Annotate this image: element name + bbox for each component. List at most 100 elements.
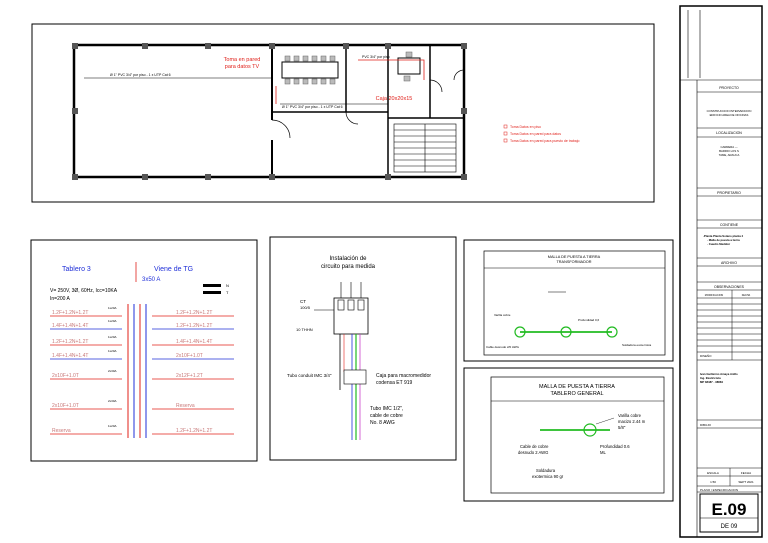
tablero-panel: Tablero 3 Viene de TG 3x50 A V= 250V, 3Ø… [30, 239, 258, 462]
tb-contiene-1: -Planta Planta Sotano planta 4 [703, 234, 744, 238]
tg-sold-2: exotermica 90 gr [532, 474, 564, 479]
circuit-label-left: 2x10F+1.0T [52, 373, 79, 379]
columns [72, 43, 467, 180]
specs-line-1: V= 250V, 3Ø, 60Hz, Icc=10KA [50, 288, 118, 294]
malla-trafo-panel: MALLA DE PUESTA A TIERRA TRANSFORMADOR V… [463, 239, 674, 362]
circuit-label-right: 1.2F+1.2N+1.2T [176, 310, 212, 316]
tb-diseno-header: DISEÑO [700, 353, 712, 358]
stairs [393, 123, 457, 173]
office-desk [397, 57, 421, 75]
plan-frame [31, 23, 655, 203]
caja-label-2: codensa ET 919 [376, 380, 413, 386]
breaker-rating: 1x20A [108, 319, 117, 323]
tb-proyecto-2: EDIFICIO AREA DE OFICINAS [710, 113, 749, 117]
circuit-label-right: 2x10F+1.0T [176, 353, 203, 359]
trafo-cable-label: Cable desnudo 2/0 AWG [486, 345, 520, 349]
trafo-prof-label: Profundidad 0,6 [578, 318, 600, 322]
circuit-label-left: 1.4F+1.4N+1.4T [52, 323, 88, 329]
medida-title-2: circuito para medida [321, 264, 376, 270]
ground-rod [606, 326, 618, 338]
tb-obs-col-1: MODIFICACION [705, 294, 724, 297]
ct-ratio: 100/5 [300, 305, 311, 310]
doors [271, 69, 465, 139]
legend-item: Toma Datos en pared para puesto de traba… [510, 139, 580, 143]
sheet-number: E.09 [712, 500, 747, 519]
malla-tg-title-1: MALLA DE PUESTA A TIERRA [539, 384, 615, 390]
viene-label: Viene de TG [154, 266, 193, 273]
tg-sold-1: Soldadura [536, 468, 556, 473]
tb-plano-header: PLANO / ESPECIFICACION [700, 488, 738, 492]
malla-tg-panel: MALLA DE PUESTA A TIERRA TABLERO GENERAL… [463, 367, 674, 502]
circuit-label-left: 2x10F+1.0T [52, 403, 79, 409]
circuit-label-left: 1.4F+1.4N+1.4T [52, 353, 88, 359]
caja-label-1: Caja para macromedidor [376, 373, 431, 379]
circuit-label-right: 1.2F+1.2N+1.2T [176, 428, 212, 434]
medida-title-1: Instalación de [329, 256, 367, 262]
trafo-varilla-label: Varilla cobre [494, 313, 511, 317]
tubo-label-3: No. 8 AWG [370, 420, 395, 426]
tb-loc-3: TAME, ARAUCA [719, 153, 740, 157]
medida-panel: Instalación de circuito para medida CT 1… [269, 236, 457, 461]
breaker-rating: 2x30A [108, 399, 117, 403]
circuit-label-right: 1.2F+1.2N+1.2T [176, 323, 212, 329]
tb-fecha-value: SEPT 2021 [738, 480, 754, 484]
ground-rod [514, 326, 526, 338]
meeting-table [281, 61, 339, 79]
tablero-title: Tablero 3 [62, 266, 91, 273]
title-block: PROYECTO CONSTRUCCION INTERVENCION EDIFI… [679, 5, 763, 538]
circuit-label-left: Reserva [52, 428, 71, 434]
medida-frame [269, 236, 457, 461]
thhn-label: 10 THHN [296, 327, 313, 332]
tubo-label-2: cable de cobre [370, 413, 403, 419]
tg-ground-rod [583, 423, 597, 437]
tablero-frame [30, 239, 258, 462]
tb-proyecto-1: CONSTRUCCION INTERVENCION [707, 109, 752, 113]
tb-contiene-2: - Malla de puesta a tierra [707, 238, 740, 242]
meter-box [333, 297, 369, 335]
tg-prof-2: ML [600, 450, 606, 455]
tb-loc-1: CARRERA --- [720, 145, 737, 149]
tb-archivo-header: ARCHIVO [721, 261, 737, 265]
tg-prof-1: Profundidad 0.6 [600, 444, 630, 449]
tb-diseno-1: Ivan Guillermo Amaya Anillo [700, 372, 738, 376]
specs-line-2: In=200 A [50, 296, 71, 302]
breaker-rating: 1x20A [108, 306, 117, 310]
circuit-label-right: Reserva [176, 403, 195, 409]
chairs [284, 55, 336, 85]
breaker-rating: 1x20A [108, 349, 117, 353]
tb-diseno-3: MP 38487 - 38884 [700, 380, 723, 384]
tb-escala-header: ESCALA [707, 471, 719, 475]
circuit-label-right: 2x12F+1.2T [176, 373, 203, 379]
plan-legend: Toma Datos en piso Toma Datos en pared p… [503, 124, 580, 143]
ground-label: T [226, 290, 229, 295]
tb-contiene-header: CONTIENE [720, 223, 739, 227]
tg-varilla-3: 5/8" [618, 425, 626, 430]
tg-cable-1: Cable de cobre [520, 444, 549, 449]
legend-item: Toma Datos en piso [510, 125, 541, 129]
tb-diseno-2: Ing. Electricista [700, 376, 721, 380]
tb-localizacion-header: LOCALIZACION [716, 131, 742, 135]
breaker-rating: 1x20A [108, 335, 117, 339]
legend-item: Toma Datos en pared para datos [510, 132, 561, 136]
tb-observaciones-header: OBSERVACIONES [714, 285, 745, 289]
malla-trafo-title-1: MALLA DE PUESTA A TIERRA [548, 255, 601, 259]
trafo-soldadura-label: Soldadura exotermica [622, 343, 652, 347]
tb-loc-2: BARRIO LOS S [719, 149, 739, 153]
malla-trafo-frame [463, 239, 674, 362]
tb-obs-col-2: FECHA [742, 294, 751, 297]
ground-bar [203, 291, 221, 294]
tg-varilla-1: Varilla cobre [618, 413, 642, 418]
tv-outlet-label-2: para datos TV [225, 64, 260, 70]
conduit-small-label: PVC 3/4" por piso [362, 55, 390, 59]
malla-tg-frame [463, 367, 674, 502]
breaker-label: 3x50 A [142, 277, 160, 283]
tb-escala-value: 1:50 [710, 480, 716, 484]
conduit-top-label: Ø 1" PVC 3/4" por piso - 1 x UTP Cat 6 [110, 73, 171, 77]
title-block-frame [679, 5, 763, 538]
malla-trafo-title-2: TRANSFORMADOR [556, 260, 591, 264]
ground-rod [560, 326, 572, 338]
sheet-box [699, 493, 759, 533]
tb-fecha-header: FECHA [741, 471, 751, 475]
sheet-total: DE 09 [721, 524, 738, 530]
